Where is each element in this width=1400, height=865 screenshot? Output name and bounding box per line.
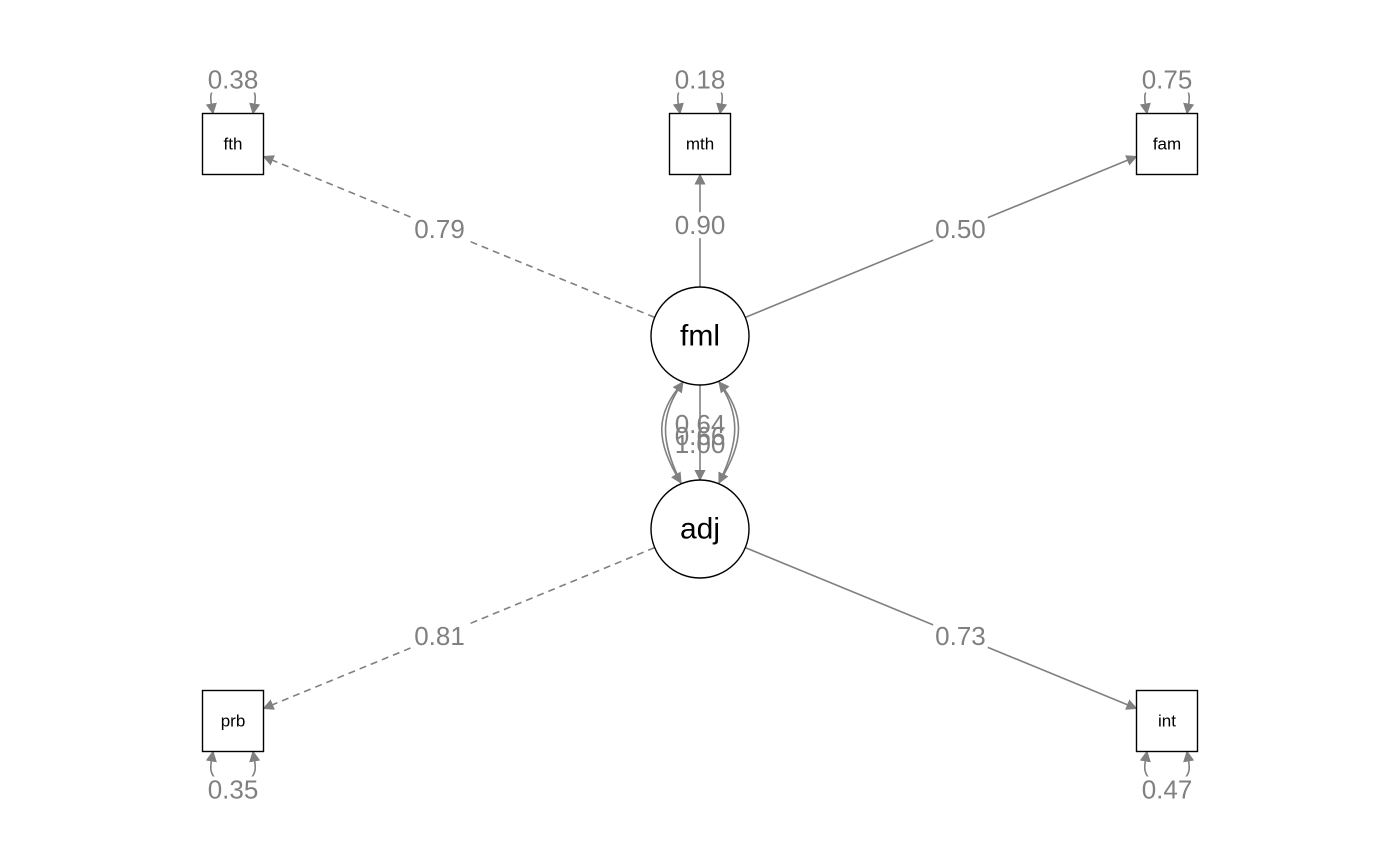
observed-label-int: int (1158, 712, 1176, 731)
variance-label-fml: 0.64 (675, 409, 726, 439)
observed-box-mth (668, 112, 732, 176)
loading-label-prb-text: 0.81 (414, 621, 465, 651)
variance-loop-right (718, 381, 740, 484)
residual-label-int-text: 0.47 (1142, 775, 1193, 805)
loading-fml-fth (262, 155, 655, 319)
latent-circle-adj (650, 479, 750, 579)
observed-node-int: int (1135, 689, 1199, 753)
loading-label-int-bg (933, 623, 988, 650)
observed-box-fam (1135, 112, 1199, 176)
observed-box-int (1135, 689, 1199, 753)
loading-label-int: 0.73 (933, 621, 988, 651)
loading-label-fam: 0.50 (933, 214, 988, 244)
observed-node-mth: mth (668, 112, 732, 176)
residual-label-fam-text: 0.75 (1142, 65, 1193, 95)
loading-adj-prb (262, 546, 655, 710)
regression-label: 1.00 (675, 429, 726, 459)
loading-label-prb-bg (412, 623, 467, 650)
residual-label-prb-bg (205, 776, 261, 803)
residual-label-fam: 0.75 (1139, 65, 1195, 95)
edge-labels-layer: 0.79 0.90 0.50 0.81 0.73 1.000.640.66 0.38 0.18… (205, 65, 1195, 805)
observed-box-fth (201, 112, 265, 176)
variance-label-adj: 0.66 (675, 421, 726, 451)
residual-label-fam-bg (1139, 66, 1195, 93)
loading-label-mth-bg (672, 212, 728, 239)
residual-label-fth-bg (205, 66, 261, 93)
latent-node-adj: adj (650, 479, 750, 579)
loading-label-fam-text: 0.50 (935, 214, 986, 244)
residual-label-mth: 0.18 (672, 65, 728, 95)
loading-label-mth-text: 0.90 (675, 210, 726, 240)
residual-label-mth-text: 0.18 (675, 65, 726, 95)
loading-label-prb: 0.81 (412, 621, 467, 651)
variance-loop-left-back (664, 381, 684, 484)
latent-label-adj: adj (680, 513, 720, 546)
observed-node-fth: fth (201, 112, 265, 176)
variance-label-adj-text: 0.66 (675, 421, 726, 451)
observed-box-prb (201, 689, 265, 753)
loading-label-fth-text: 0.79 (414, 214, 465, 244)
observed-label-fam: fam (1153, 135, 1181, 154)
observed-node-fam: fam (1135, 112, 1199, 176)
residual-label-mth-bg (672, 66, 728, 93)
residual-label-fth-text: 0.38 (208, 65, 259, 95)
residual-label-int-bg (1139, 776, 1195, 803)
observed-label-prb: prb (221, 712, 246, 731)
observed-label-fth: fth (224, 135, 243, 154)
observed-label-mth: mth (686, 135, 714, 154)
observed-node-prb: prb (201, 689, 265, 753)
residual-label-int: 0.47 (1139, 775, 1195, 805)
variance-label-fml-text: 0.64 (675, 409, 726, 439)
loading-label-fth-bg (412, 215, 467, 242)
residual-label-fth: 0.38 (205, 65, 261, 95)
nodes-layer: fth mth fam prb int fml adj (201, 112, 1199, 753)
loading-label-int-text: 0.73 (935, 621, 986, 651)
residual-label-prb: 0.35 (205, 775, 261, 805)
variance-loop-right-back (718, 381, 736, 485)
loading-label-mth: 0.90 (672, 210, 728, 240)
latent-circle-fml (650, 286, 750, 386)
residual-label-prb-text: 0.35 (208, 775, 259, 805)
loading-label-fam-bg (933, 215, 988, 242)
latent-node-fml: fml (650, 286, 750, 386)
regression-label-text: 1.00 (675, 429, 726, 459)
loading-label-fth: 0.79 (412, 214, 467, 244)
latent-label-fml: fml (680, 320, 720, 353)
